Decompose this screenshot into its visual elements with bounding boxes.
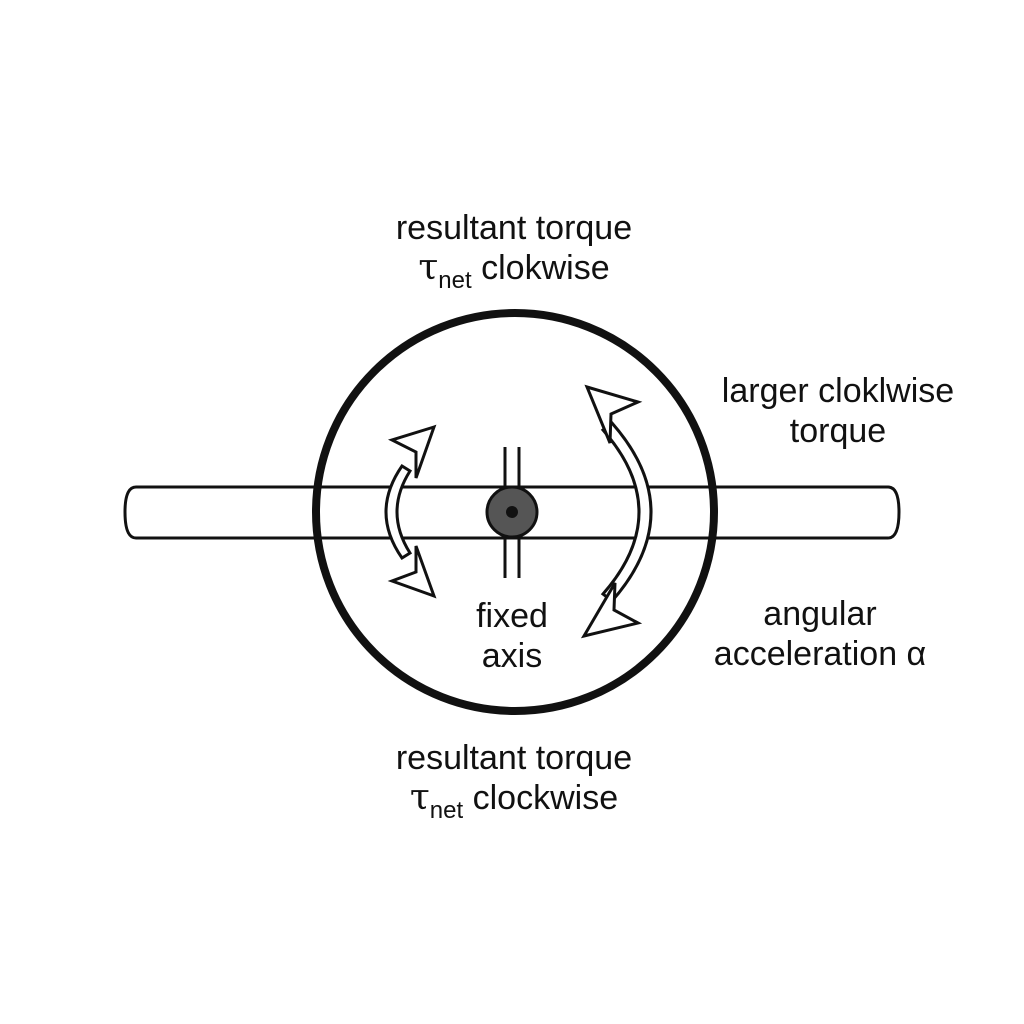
large-arrow-head-bottom — [580, 582, 643, 639]
top-label-direction: clokwise — [471, 249, 610, 287]
bottom-tau-symbol: τ — [409, 777, 430, 818]
disk — [312, 309, 718, 715]
top-tau-symbol: τ — [418, 247, 439, 288]
top-tau-subscript: net — [438, 267, 472, 294]
rod-left-segment — [123, 485, 316, 540]
fixed-axis-line2: axis — [481, 637, 543, 675]
top-label-line2: τnet clokwise — [322, 247, 706, 295]
angular-acceleration-line1: angular — [763, 595, 877, 633]
small-arrow-head-top — [387, 424, 437, 479]
fixed-axis-label: fixed axis — [452, 596, 572, 676]
small-arrow-head-bottom — [387, 545, 437, 599]
bottom-label-line2: τnet clockwise — [322, 777, 706, 825]
top-label-line1: resultant torque — [395, 209, 633, 247]
bottom-resultant-torque-label: resultant torque τnet clockwise — [322, 738, 706, 825]
top-resultant-torque-label: resultant torque τnet clokwise — [322, 208, 706, 295]
small-double-arrow-icon — [384, 424, 437, 599]
fixed-axis-line1: fixed — [476, 597, 548, 635]
larger-torque-line1: larger cloklwise — [721, 372, 955, 410]
bottom-tau-subscript: net — [429, 797, 464, 824]
bottom-label-direction: clockwise — [463, 779, 619, 817]
rod-right-segment — [708, 485, 901, 540]
axle — [503, 447, 521, 578]
axis-center-dot — [506, 506, 518, 518]
angular-acceleration-line2: acceleration α — [713, 635, 927, 673]
larger-torque-label: larger cloklwise torque — [688, 371, 988, 451]
large-arrow-shaft — [600, 420, 653, 604]
angular-acceleration-label: angular acceleration α — [682, 594, 958, 674]
larger-torque-line2: torque — [789, 412, 887, 450]
bottom-label-line1: resultant torque — [395, 739, 633, 777]
large-double-arrow-icon — [580, 384, 653, 639]
large-arrow-head-top — [584, 384, 643, 444]
small-arrow-shaft — [384, 463, 413, 561]
